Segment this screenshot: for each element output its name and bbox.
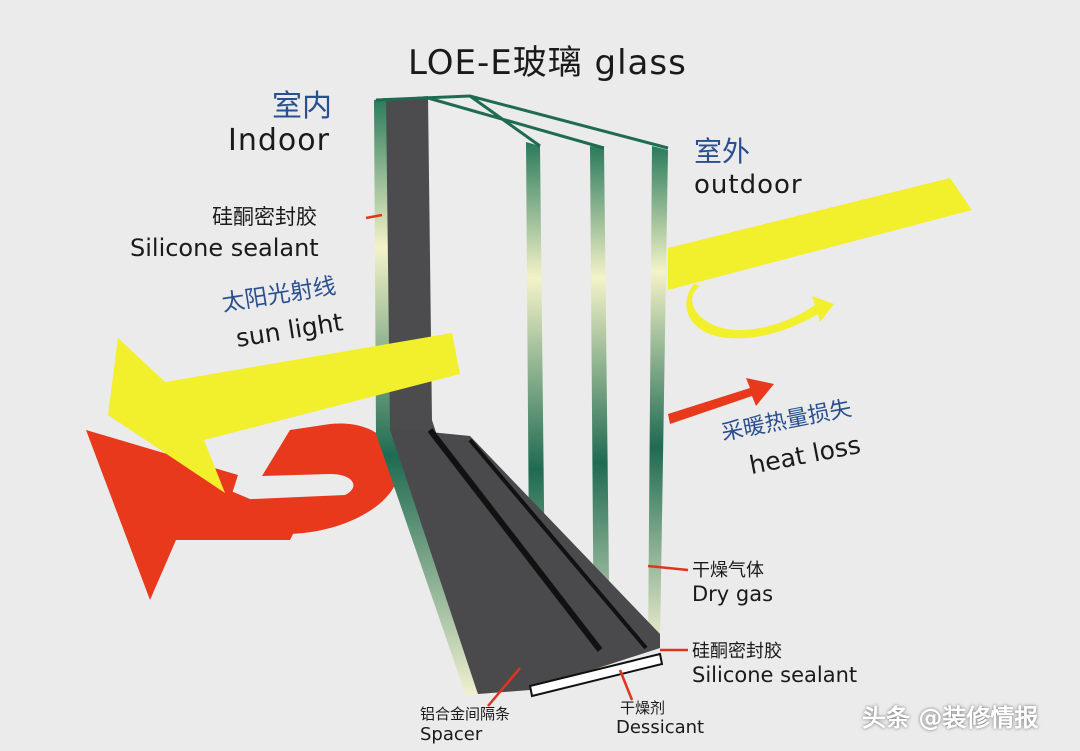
dessicant-label-en: Dessicant bbox=[616, 717, 705, 738]
pointer-spacer bbox=[487, 667, 521, 707]
spacer-label-cn: 铝合金间隔条 bbox=[420, 705, 511, 723]
pointer-dry-gas bbox=[647, 564, 689, 572]
silicone-sealant-bottom-cn: 硅酮密封胶 bbox=[692, 641, 782, 662]
heat-loss-arrow-left-tail bbox=[86, 430, 300, 600]
dessicant-label-cn: 干燥剂 bbox=[620, 699, 666, 717]
glass-pane-third-edge bbox=[590, 146, 610, 674]
glass-pane-indoor bbox=[376, 96, 520, 692]
glass-top-frame bbox=[375, 94, 669, 150]
sun-light-arrow-right bbox=[668, 178, 972, 290]
pointer-silicone-top bbox=[365, 213, 383, 220]
diagram-title: LOE-E玻璃 glass bbox=[408, 43, 687, 83]
spacer-bottom bbox=[390, 428, 660, 694]
dry-gas-label-cn: 干燥气体 bbox=[692, 560, 764, 581]
reflected-sun-arrow bbox=[686, 284, 834, 339]
outdoor-label-cn: 室外 bbox=[694, 135, 751, 168]
spacer-groove bbox=[427, 428, 603, 652]
outdoor-label-en: outdoor bbox=[694, 170, 803, 200]
silicone-sealant-top-cn: 硅酮密封胶 bbox=[212, 205, 317, 229]
dry-gas-label-en: Dry gas bbox=[692, 582, 774, 606]
indoor-label-cn: 室内 bbox=[272, 89, 332, 124]
silicone-sealant-bottom-en: Silicone sealant bbox=[692, 663, 858, 687]
sun-light-arrow-left bbox=[108, 333, 460, 493]
indoor-label-en: Indoor bbox=[228, 123, 330, 158]
spacer-groove-2 bbox=[468, 438, 648, 650]
spacer-label-en: Spacer bbox=[420, 724, 483, 745]
dessicant-strip bbox=[528, 652, 664, 698]
glass-pane-outdoor-edge bbox=[648, 146, 668, 648]
silicone-sealant-top-en: Silicone sealant bbox=[130, 234, 319, 262]
heat-loss-arrow-left bbox=[86, 423, 399, 536]
heat-loss-arrow-right bbox=[668, 378, 774, 424]
glass-pane-indoor-edge bbox=[374, 98, 478, 696]
pointer-lines bbox=[365, 213, 689, 707]
pointer-dessicant bbox=[618, 669, 634, 701]
watermark: 头条 @装修情报 bbox=[862, 704, 1039, 732]
